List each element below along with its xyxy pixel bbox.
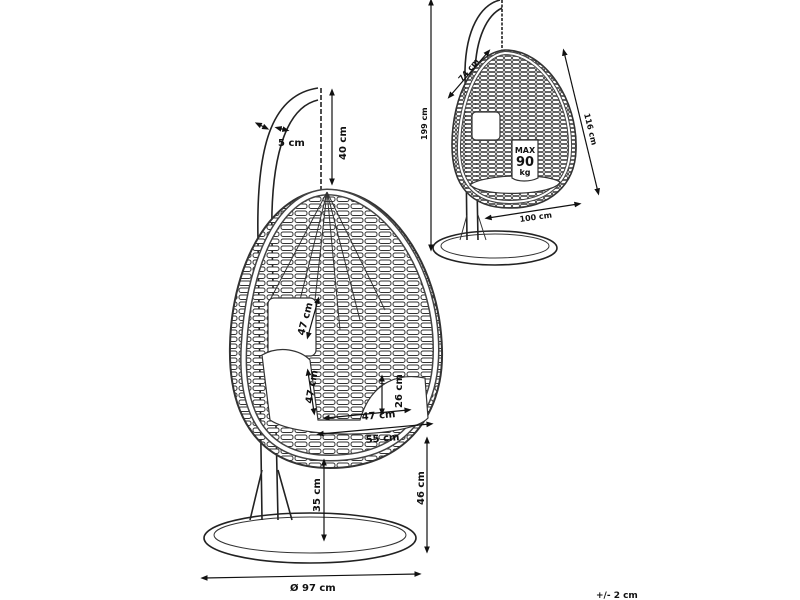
large-base [203, 512, 417, 564]
small-chair [428, 0, 600, 266]
seat-to-base-label: 35 cm [312, 478, 323, 512]
cushion-height-label: 26 cm [394, 374, 405, 408]
pole-width-label: 5 cm [278, 138, 305, 149]
max-load-line3: kg [519, 168, 530, 177]
max-load-badge [511, 139, 539, 182]
large-stand-pole [257, 87, 319, 521]
tolerance-label: +/- 2 cm [596, 591, 638, 600]
egg-height-label: 116 cm [582, 112, 599, 146]
seat-depth-label: 47 cm [361, 409, 396, 423]
egg-width-label: 100 cm [519, 211, 552, 224]
base-diameter-label: Ø 97 cm [290, 582, 336, 594]
seat-width-label: 55 cm [365, 432, 400, 446]
large-chair [200, 87, 444, 581]
total-height-label: 199 cm [420, 107, 429, 140]
max-load-line2: 90 [516, 155, 534, 170]
max-load-line1: MAX [515, 146, 536, 155]
seat-height-label: 46 cm [416, 471, 427, 505]
small-base [432, 230, 558, 266]
chain-length-label: 40 cm [338, 126, 349, 160]
